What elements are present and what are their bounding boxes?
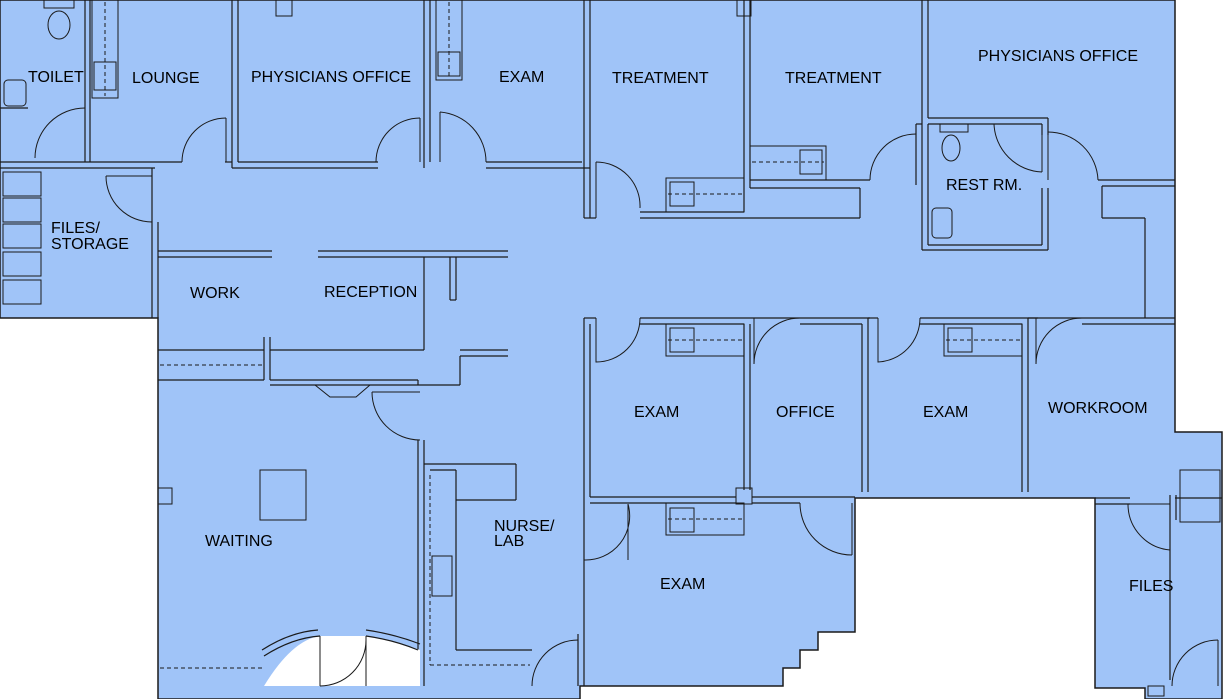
label-physicians-office-2: PHYSICIANS OFFICE [978,48,1138,65]
fixtures [3,0,969,239]
doors [34,107,1219,687]
label-toilet: TOILET [28,69,84,86]
label-reception: RECEPTION [324,284,417,301]
waiting-nurselab-walls [157,440,579,686]
counters [91,0,1023,536]
label-files-storage-1: FILES/ [51,220,100,237]
label-office: OFFICE [776,404,835,421]
label-lounge: LOUNGE [132,70,200,87]
room-labels: TOILET LOUNGE PHYSICIANS OFFICE EXAM TRE… [28,48,1173,595]
files-storage-shelving [2,168,159,318]
label-exam-2: EXAM [634,404,679,421]
label-treatment-1: TREATMENT [612,70,709,87]
label-files-storage-2: STORAGE [51,236,129,253]
label-workroom: WORKROOM [1048,400,1148,417]
entrance [261,629,421,687]
label-work: WORK [190,285,240,302]
label-waiting: WAITING [205,533,273,550]
label-nurse-lab-1: NURSE/ [494,518,555,535]
label-physicians-office-1: PHYSICIANS OFFICE [251,69,411,86]
files-walls [1147,469,1221,697]
work-reception-walls [158,250,508,398]
label-rest-room: REST RM. [946,177,1022,194]
label-exam-4: EXAM [660,576,705,593]
label-exam-1: EXAM [499,69,544,86]
label-treatment-2: TREATMENT [785,70,882,87]
label-files: FILES [1129,578,1173,595]
label-exam-3: EXAM [923,404,968,421]
label-nurse-lab-2: LAB [494,533,524,550]
